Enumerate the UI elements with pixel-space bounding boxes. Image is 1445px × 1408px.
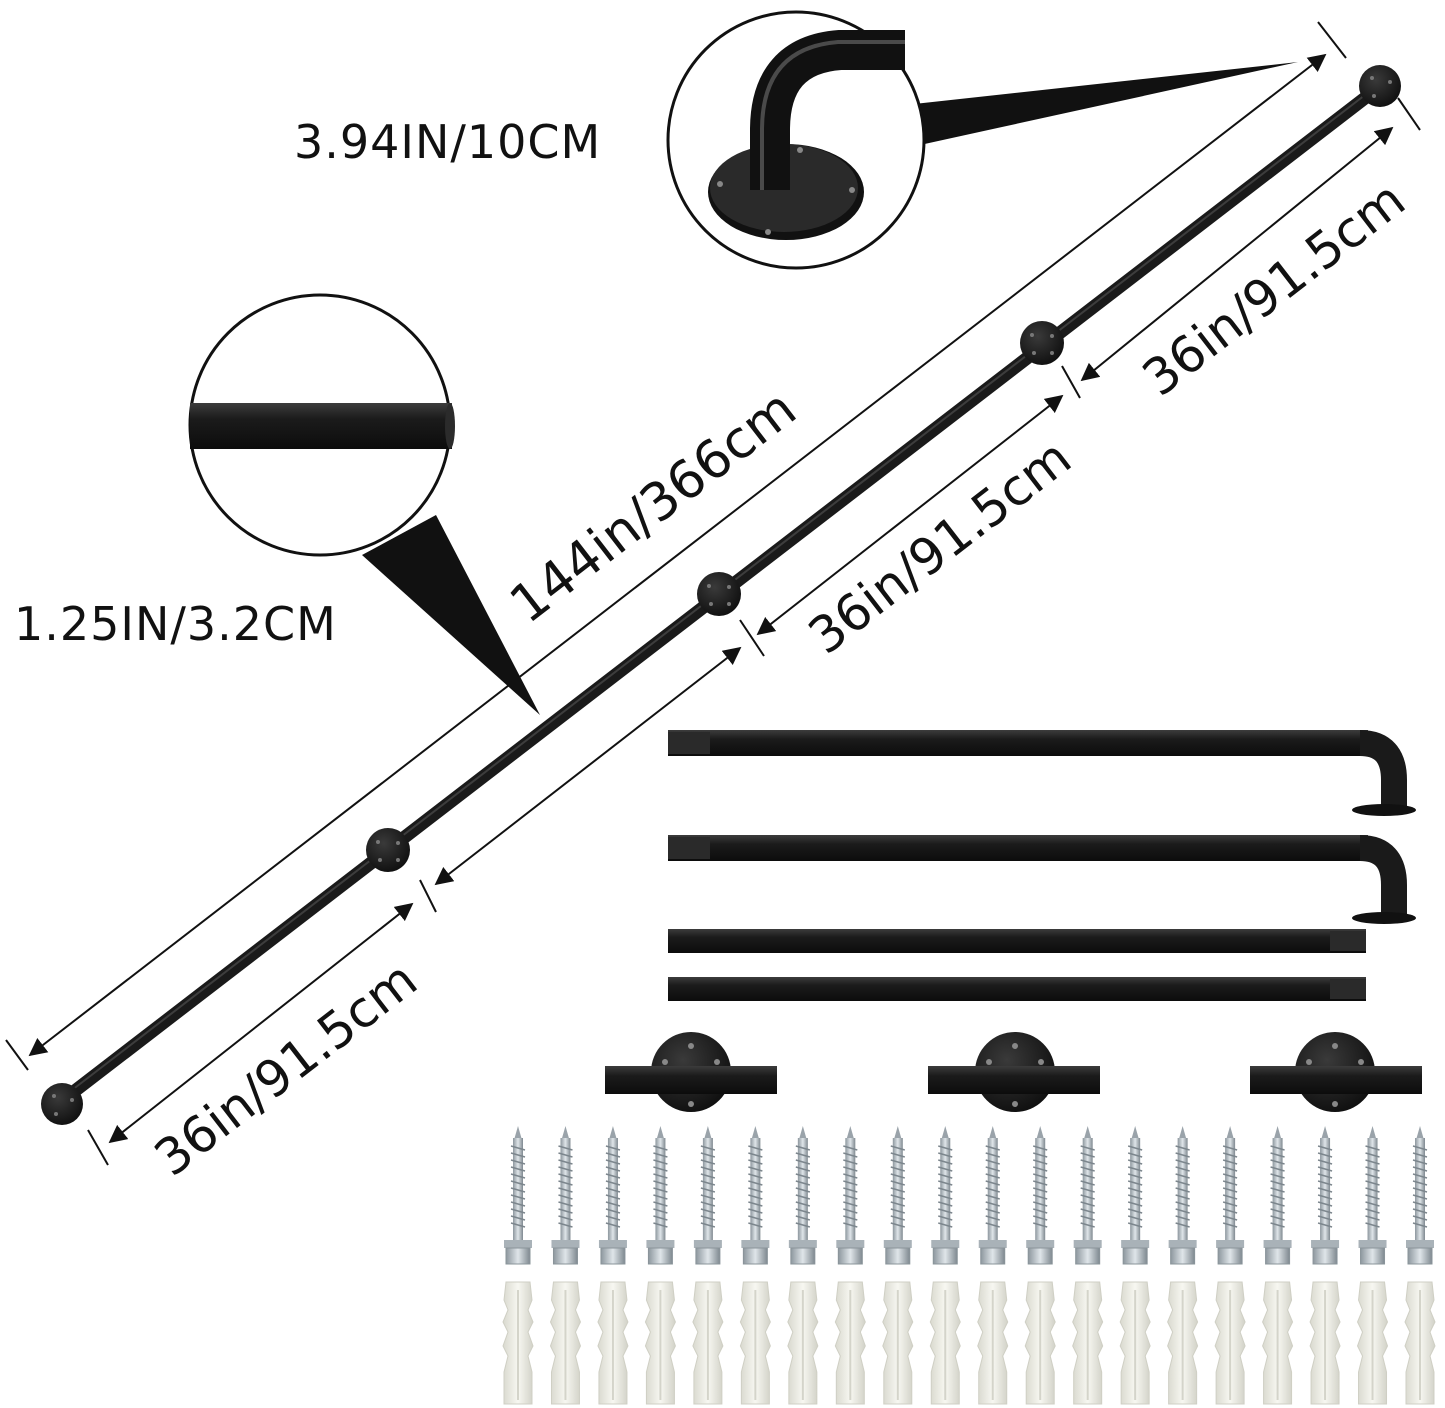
wall-anchor xyxy=(1262,1281,1294,1405)
parts-middle-bracket-2 xyxy=(928,1032,1100,1112)
wall-anchor xyxy=(1356,1281,1389,1405)
parts-straight-rail-1 xyxy=(668,929,1366,953)
screw xyxy=(1358,1126,1387,1265)
wall-anchor xyxy=(597,1281,629,1405)
tube-closeup-icon xyxy=(188,293,540,715)
middle-bracket-3 xyxy=(1020,321,1064,365)
screw xyxy=(693,1126,722,1265)
screw xyxy=(1311,1126,1340,1265)
screw xyxy=(598,1126,627,1265)
wall-anchor xyxy=(692,1281,724,1405)
parts-end-rail-2 xyxy=(668,835,1416,924)
wall-anchor xyxy=(502,1281,534,1405)
wall-anchor xyxy=(739,1281,771,1405)
screw xyxy=(1121,1126,1150,1265)
total-length-label: 144in/366cm xyxy=(499,379,807,636)
parts-middle-bracket-1 xyxy=(605,1032,777,1112)
screw xyxy=(836,1126,865,1265)
wall-anchor xyxy=(834,1281,866,1405)
wall-anchor xyxy=(549,1281,582,1405)
wall-anchor xyxy=(644,1281,676,1405)
wall-anchor xyxy=(929,1281,961,1405)
top-end-bracket xyxy=(1359,65,1401,107)
screw xyxy=(978,1126,1007,1265)
screw xyxy=(788,1126,817,1265)
screw xyxy=(1216,1126,1245,1265)
wall-anchor xyxy=(1214,1281,1246,1405)
screw xyxy=(1263,1126,1292,1265)
wall-anchor xyxy=(882,1281,914,1405)
screw xyxy=(1406,1126,1434,1265)
segment-label-bottom: 36in/91.5cm xyxy=(144,950,428,1187)
anchor-row xyxy=(502,1281,1436,1405)
wall-anchor xyxy=(1404,1281,1436,1405)
screw-row xyxy=(504,1126,1434,1265)
wall-anchor xyxy=(1072,1281,1104,1405)
wall-anchor xyxy=(1309,1281,1341,1405)
wall-anchor xyxy=(977,1281,1009,1405)
screw xyxy=(883,1126,912,1265)
screw xyxy=(741,1126,770,1265)
segment-label-mid: 36in/91.5cm xyxy=(798,428,1082,665)
screw xyxy=(646,1126,675,1265)
screw xyxy=(551,1126,580,1265)
wall-anchor xyxy=(1167,1281,1199,1405)
screw xyxy=(931,1126,960,1265)
parts-end-rail-1 xyxy=(668,730,1416,816)
wall-anchor xyxy=(787,1281,819,1405)
middle-bracket-1 xyxy=(366,828,410,872)
wall-anchor xyxy=(1024,1281,1056,1405)
wall-anchor xyxy=(1119,1281,1151,1405)
screw xyxy=(1026,1126,1055,1265)
middle-bracket-2 xyxy=(697,572,741,616)
bend-radius-label: 3.94IN/10CM xyxy=(294,115,601,169)
bottom-end-bracket xyxy=(41,1083,83,1125)
screw xyxy=(504,1126,532,1265)
bend-closeup-icon xyxy=(666,10,1298,270)
screw xyxy=(1168,1126,1197,1265)
parts-middle-bracket-3 xyxy=(1250,1032,1422,1112)
diameter-label: 1.25IN/3.2CM xyxy=(14,597,337,651)
segment-dimension-lines xyxy=(87,97,1421,1166)
screw xyxy=(1073,1126,1102,1265)
segment-label-top: 36in/91.5cm xyxy=(1132,170,1416,407)
parts-straight-rail-2 xyxy=(668,977,1366,1001)
